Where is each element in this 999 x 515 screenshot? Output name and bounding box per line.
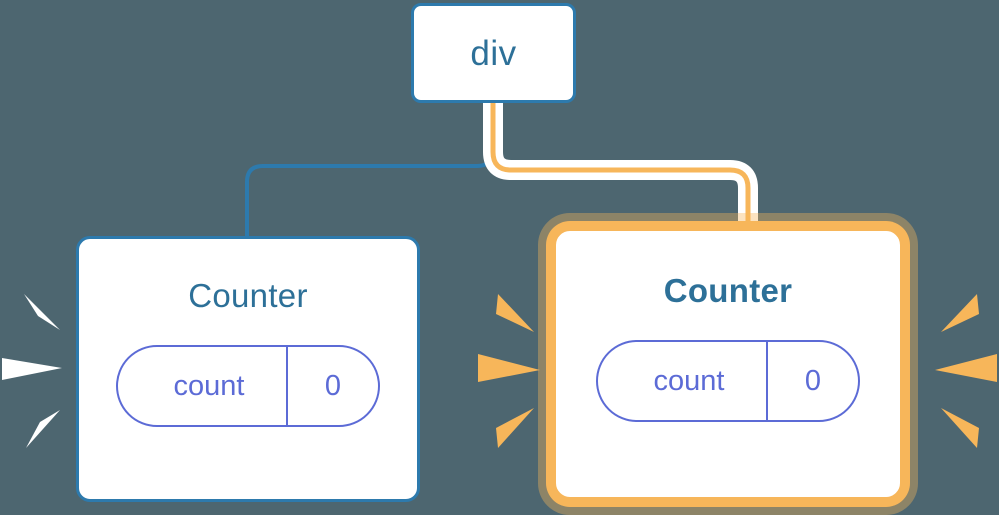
burst-ray — [935, 354, 997, 382]
edge-div-to-counter-left — [245, 99, 495, 238]
node-counter-left[interactable]: Counter count 0 — [76, 236, 420, 502]
state-pill-left: count 0 — [116, 345, 380, 427]
burst-right-counter-left-side — [478, 282, 542, 462]
burst-ray — [26, 410, 60, 448]
state-pill-right-value: 0 — [766, 342, 858, 420]
state-pill-left-key: count — [173, 369, 245, 402]
node-counter-left-title: Counter — [188, 277, 308, 314]
node-div[interactable]: div — [411, 3, 576, 103]
burst-left-counter — [2, 282, 66, 462]
state-pill-right: count 0 — [596, 340, 860, 422]
node-counter-right[interactable]: Counter count 0 — [556, 231, 900, 497]
burst-ray — [496, 294, 534, 332]
burst-ray — [941, 294, 979, 332]
state-pill-right-key: count — [653, 364, 725, 397]
burst-ray — [941, 408, 979, 448]
burst-ray — [2, 358, 62, 380]
burst-ray — [478, 354, 540, 382]
burst-ray — [496, 408, 534, 448]
burst-right-counter-right-side — [933, 282, 997, 462]
edge-div-to-counter-right — [490, 98, 751, 241]
node-div-label: div — [470, 33, 517, 73]
state-pill-left-value: 0 — [286, 347, 378, 425]
node-counter-right-title: Counter — [663, 272, 793, 309]
burst-ray — [24, 294, 60, 330]
